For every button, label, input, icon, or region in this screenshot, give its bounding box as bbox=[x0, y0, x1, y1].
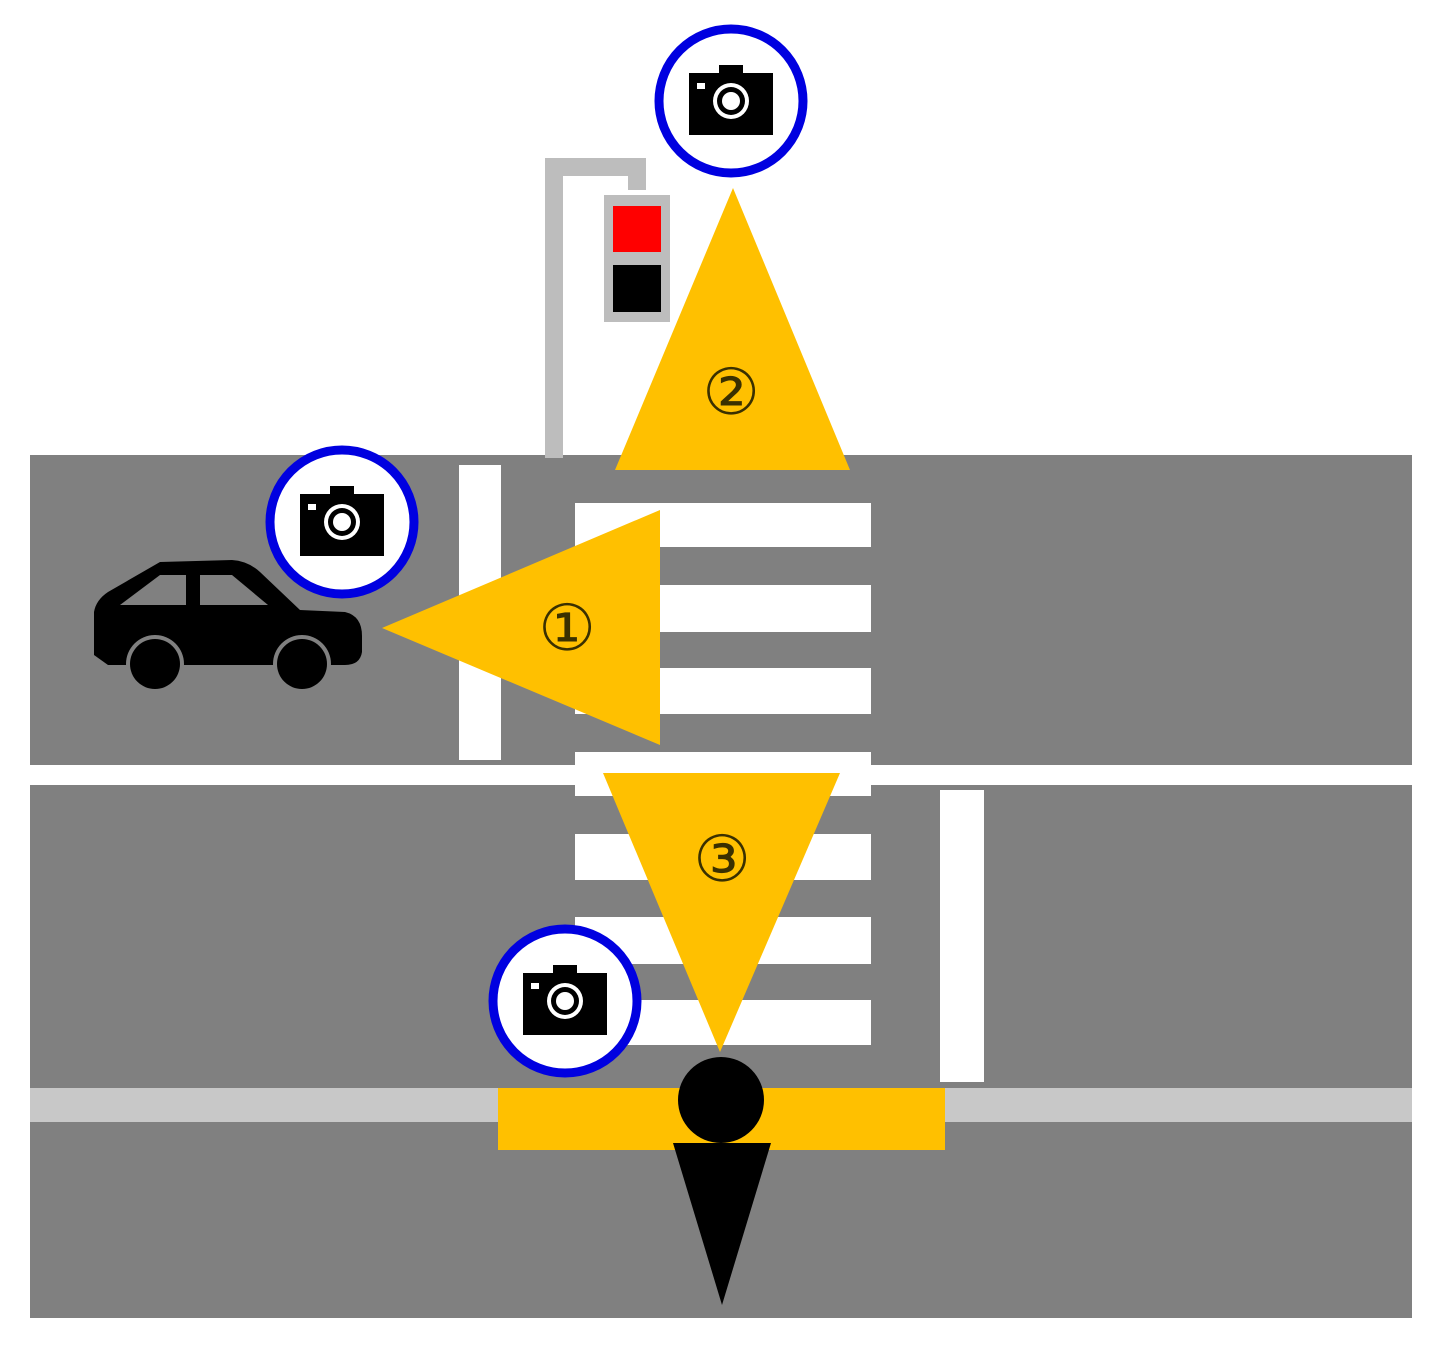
camera-marker-3 bbox=[488, 924, 642, 1078]
view-label-2: ② bbox=[702, 356, 759, 430]
pedestrian-head bbox=[678, 1057, 764, 1143]
camera-marker-2 bbox=[654, 24, 808, 178]
view-cone-shape bbox=[603, 773, 840, 1052]
car-window-front bbox=[200, 575, 268, 605]
car-icon bbox=[94, 560, 362, 693]
signal-pole bbox=[545, 158, 646, 458]
camera-icon bbox=[689, 65, 773, 135]
signal-off-light bbox=[613, 265, 661, 312]
signal-red-light bbox=[613, 206, 661, 252]
view-cone-2: ② bbox=[615, 188, 850, 470]
pedestrian-body bbox=[673, 1143, 771, 1305]
camera-icon bbox=[523, 965, 607, 1035]
camera-marker-1 bbox=[265, 445, 419, 599]
car-window-rear bbox=[120, 575, 186, 605]
car-wheel-rear-tire bbox=[130, 639, 180, 689]
stop-line-lower bbox=[940, 790, 984, 1082]
traffic-signal bbox=[545, 158, 670, 458]
camera-icon bbox=[300, 486, 384, 556]
view-cone-shape bbox=[615, 188, 850, 470]
view-cone-3: ③ bbox=[603, 773, 840, 1052]
view-label-1: ① bbox=[538, 592, 595, 666]
view-cone-shape bbox=[382, 510, 660, 745]
pedestrian-icon bbox=[673, 1057, 771, 1305]
view-cone-1: ① bbox=[382, 510, 660, 745]
car-wheel-front-tire bbox=[277, 639, 327, 689]
view-label-3: ③ bbox=[693, 823, 750, 897]
